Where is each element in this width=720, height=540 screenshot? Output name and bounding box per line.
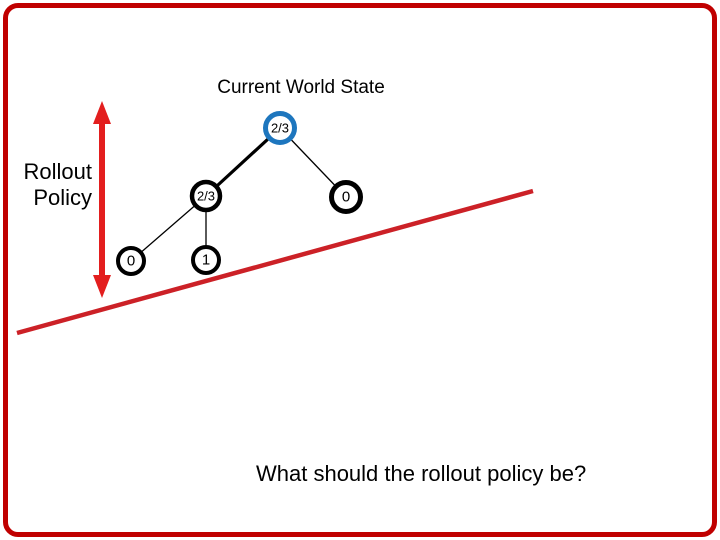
tree-node-label-root: 2/3 bbox=[271, 121, 289, 136]
rollout-policy-label-line1: Rollout bbox=[23, 159, 92, 184]
rollout-arrow-shaft bbox=[99, 122, 105, 277]
tree-node-label-child-left: 2/3 bbox=[197, 189, 215, 204]
slide-title: Current World State bbox=[217, 77, 385, 98]
tree-node-grandchild-mid bbox=[191, 245, 221, 275]
question-text: What should the rollout policy be? bbox=[256, 461, 587, 486]
tree-edge-child-left-to-grandchild-left bbox=[130, 195, 207, 262]
rollout-policy-label: Rollout Policy bbox=[0, 159, 92, 211]
diagonal-red-line bbox=[16, 188, 534, 336]
tree-node-label-child-right: 0 bbox=[342, 189, 350, 206]
tree-node-label-grandchild-mid: 1 bbox=[202, 252, 210, 269]
rollout-arrow-up-head-icon bbox=[93, 101, 111, 124]
rollout-arrow-down-head-icon bbox=[93, 275, 111, 298]
tree-node-grandchild-left bbox=[116, 246, 146, 276]
tree-node-child-right bbox=[329, 180, 363, 214]
tree-node-child-left bbox=[189, 179, 223, 213]
rollout-policy-label-line2: Policy bbox=[33, 185, 92, 210]
tree-node-label-grandchild-left: 0 bbox=[127, 253, 135, 270]
tree-node-root bbox=[263, 111, 297, 145]
